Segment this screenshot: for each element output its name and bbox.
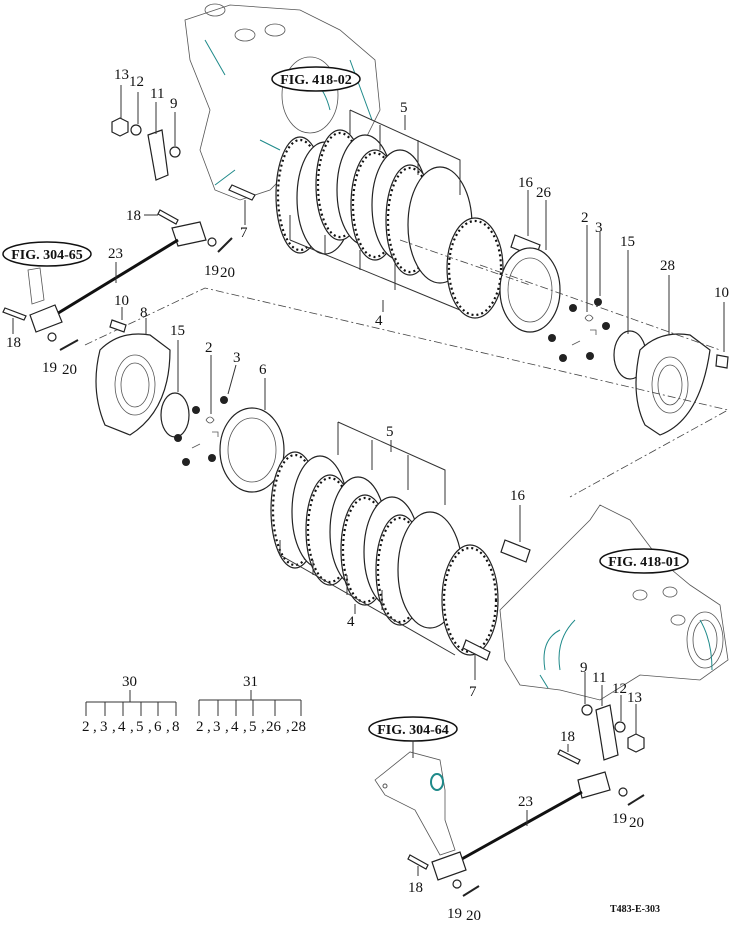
fig-ref-418-01[interactable]: FIG. 418-01 [608, 555, 680, 570]
bottom-clutch-plate-stack [270, 451, 499, 656]
label-top-16: 16 [518, 175, 534, 191]
svg-text:,: , [207, 719, 211, 735]
label-top-20a: 20 [220, 265, 235, 281]
kit-31-number: 31 [243, 674, 258, 690]
label-bot-18a: 18 [560, 729, 575, 745]
label-bot-10: 10 [114, 293, 129, 309]
label-bot-5: 5 [386, 424, 394, 440]
fig-callout-304-64[interactable]: FIG. 304-64 [368, 716, 458, 742]
label-top-3: 3 [595, 220, 603, 236]
kit-30-item: 2 [82, 719, 90, 735]
label-top-28: 28 [660, 258, 675, 274]
fig-callout-304-65[interactable]: FIG. 304-65 [2, 241, 92, 267]
kit-30-number: 30 [122, 674, 137, 690]
svg-text:,: , [130, 719, 134, 735]
label-top-10: 10 [714, 285, 729, 301]
label-bot-19b: 19 [447, 906, 462, 922]
top-cover-28 [635, 333, 711, 436]
fig-ref-418-02[interactable]: FIG. 418-02 [280, 73, 352, 88]
bottom-housing [499, 504, 729, 701]
svg-text:,: , [243, 719, 247, 735]
kit-31-tree: 31 2 , 3 , 4 , 5 , 26 , 28 [196, 674, 306, 735]
bottom-lever-11 [595, 704, 619, 761]
fig-callout-418-01[interactable]: FIG. 418-01 [599, 548, 689, 574]
label-bot-23: 23 [518, 794, 533, 810]
kit-31-item: 4 [231, 719, 239, 735]
bottom-bracket [374, 751, 456, 856]
kit-30-tree: 30 2 , 3 , 4 , 5 , 6 , 8 [82, 674, 180, 735]
svg-text:,: , [112, 719, 116, 735]
label-top-2: 2 [581, 210, 589, 226]
label-top-20b: 20 [62, 362, 77, 378]
label-top-23: 23 [108, 246, 123, 262]
bottom-cover-8 [95, 333, 171, 436]
kit-30-item: 8 [172, 719, 180, 735]
label-bot-12: 12 [612, 681, 627, 697]
label-bot-11: 11 [592, 670, 606, 686]
svg-text:,: , [261, 719, 265, 735]
label-top-26: 26 [536, 185, 552, 201]
svg-text:,: , [225, 719, 229, 735]
kit-31-item: 28 [291, 719, 306, 735]
svg-text:,: , [286, 719, 290, 735]
label-top-9: 9 [170, 96, 178, 112]
svg-text:,: , [148, 719, 152, 735]
top-balls-3 [548, 298, 610, 362]
svg-text:,: , [93, 719, 97, 735]
label-bot-15: 15 [170, 323, 185, 339]
label-top-18b: 18 [6, 335, 21, 351]
label-bot-13: 13 [627, 690, 642, 706]
label-top-19a: 19 [204, 263, 219, 279]
label-top-12: 12 [129, 74, 144, 90]
label-top-4: 4 [375, 313, 383, 329]
kit-31-item: 2 [196, 719, 204, 735]
label-top-18a: 18 [126, 208, 141, 224]
label-top-19b: 19 [42, 360, 57, 376]
bottom-rod-23 [431, 771, 611, 881]
label-top-15: 15 [620, 234, 635, 250]
label-bot-9: 9 [580, 660, 588, 676]
label-bot-16: 16 [510, 488, 526, 504]
top-nut-13 [111, 117, 129, 137]
drawing-code: T483-E-303 [610, 904, 660, 915]
label-bot-18b: 18 [408, 880, 423, 896]
label-bot-8: 8 [140, 305, 148, 321]
kit-30-item: 6 [154, 719, 162, 735]
label-top-5: 5 [400, 100, 408, 116]
kit-30-item: 4 [118, 719, 126, 735]
fig-callout-418-02[interactable]: FIG. 418-02 [271, 66, 361, 92]
kit-31-item: 3 [213, 719, 221, 735]
label-top-7: 7 [240, 225, 248, 241]
kit-30-item: 3 [100, 719, 108, 735]
top-clutch-plate-stack [275, 129, 504, 319]
svg-text:,: , [166, 719, 170, 735]
label-top-13: 13 [114, 67, 129, 83]
fig-ref-304-64[interactable]: FIG. 304-64 [377, 723, 449, 738]
label-bot-3: 3 [233, 350, 241, 366]
top-lever-11 [147, 129, 169, 181]
kit-30-item: 5 [136, 719, 144, 735]
kit-31-item: 5 [249, 719, 257, 735]
label-top-11: 11 [150, 86, 164, 102]
label-bot-20a: 20 [629, 815, 644, 831]
top-rod-23 [29, 221, 207, 333]
fig-ref-304-65[interactable]: FIG. 304-65 [11, 248, 83, 263]
label-bot-7: 7 [469, 684, 477, 700]
label-bot-4: 4 [347, 614, 355, 630]
label-bot-2: 2 [205, 340, 213, 356]
label-bot-6: 6 [259, 362, 267, 378]
label-bot-20b: 20 [466, 908, 481, 924]
label-bot-19a: 19 [612, 811, 627, 827]
kit-31-item: 26 [266, 719, 282, 735]
